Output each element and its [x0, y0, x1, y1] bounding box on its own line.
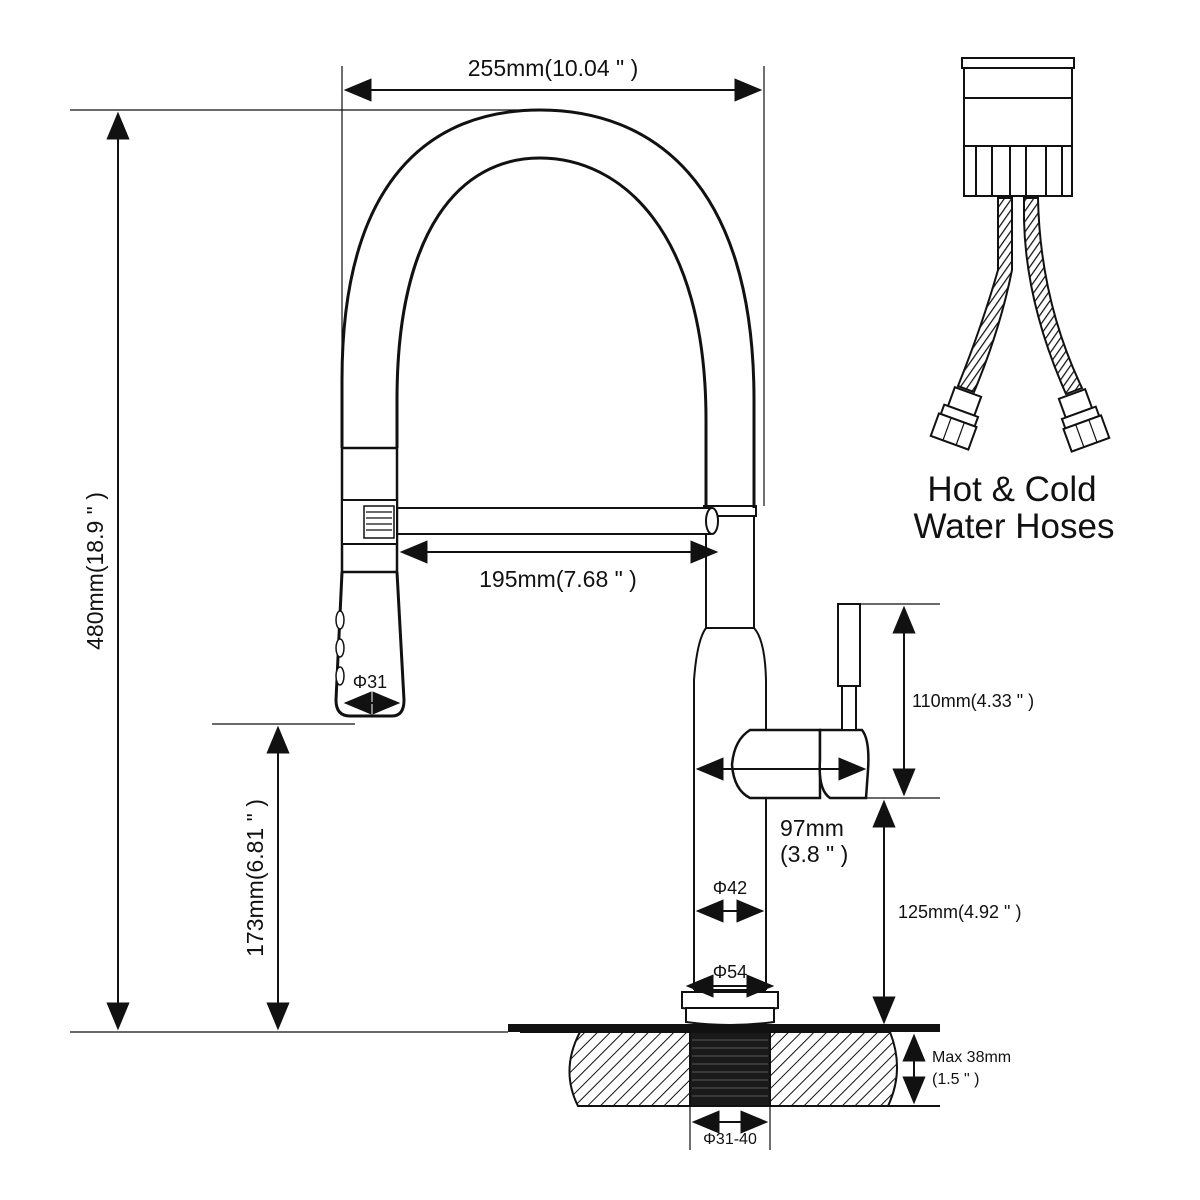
- sprayer-height-label: 173mm(6.81 " ): [242, 799, 268, 957]
- deck-thickness-label-1: Max 38mm: [932, 1049, 1011, 1066]
- spout-arch: [340, 108, 756, 508]
- hoses-caption-line2: Water Hoses: [914, 507, 1115, 546]
- extension-lines: [70, 66, 940, 1150]
- mounting-shank: [689, 1031, 771, 1107]
- sprayer-holder-arm: [396, 507, 719, 535]
- water-hoses-illustration: [929, 57, 1111, 453]
- hole-diameter-label: Φ31-40: [703, 1131, 757, 1148]
- handle-reach-label-1: 97mm: [780, 815, 844, 841]
- total-height-label: 480mm(18.9 " ): [82, 492, 108, 650]
- sprayer-diameter-label: Φ31: [353, 672, 387, 692]
- body-diameter-label: Φ42: [713, 878, 747, 898]
- handle-base-height-label: 125mm(4.92 " ): [898, 902, 1021, 922]
- deck-thickness-label-2: (1.5 " ): [932, 1071, 979, 1088]
- spout-reach-label: 255mm(10.04 " ): [468, 55, 639, 81]
- handle-height-label: 110mm(4.33 " ): [912, 691, 1034, 711]
- sprayer-head: [334, 446, 406, 718]
- dimension-arrows: [106, 78, 926, 1134]
- handle-reach-label-2: (3.8 " ): [780, 841, 848, 867]
- base-diameter-label: Φ54: [713, 962, 747, 982]
- countertop: [508, 1024, 940, 1107]
- holder-length-label: 195mm(7.68 " ): [479, 566, 637, 592]
- hoses-caption-line1: Hot & Cold: [927, 470, 1096, 509]
